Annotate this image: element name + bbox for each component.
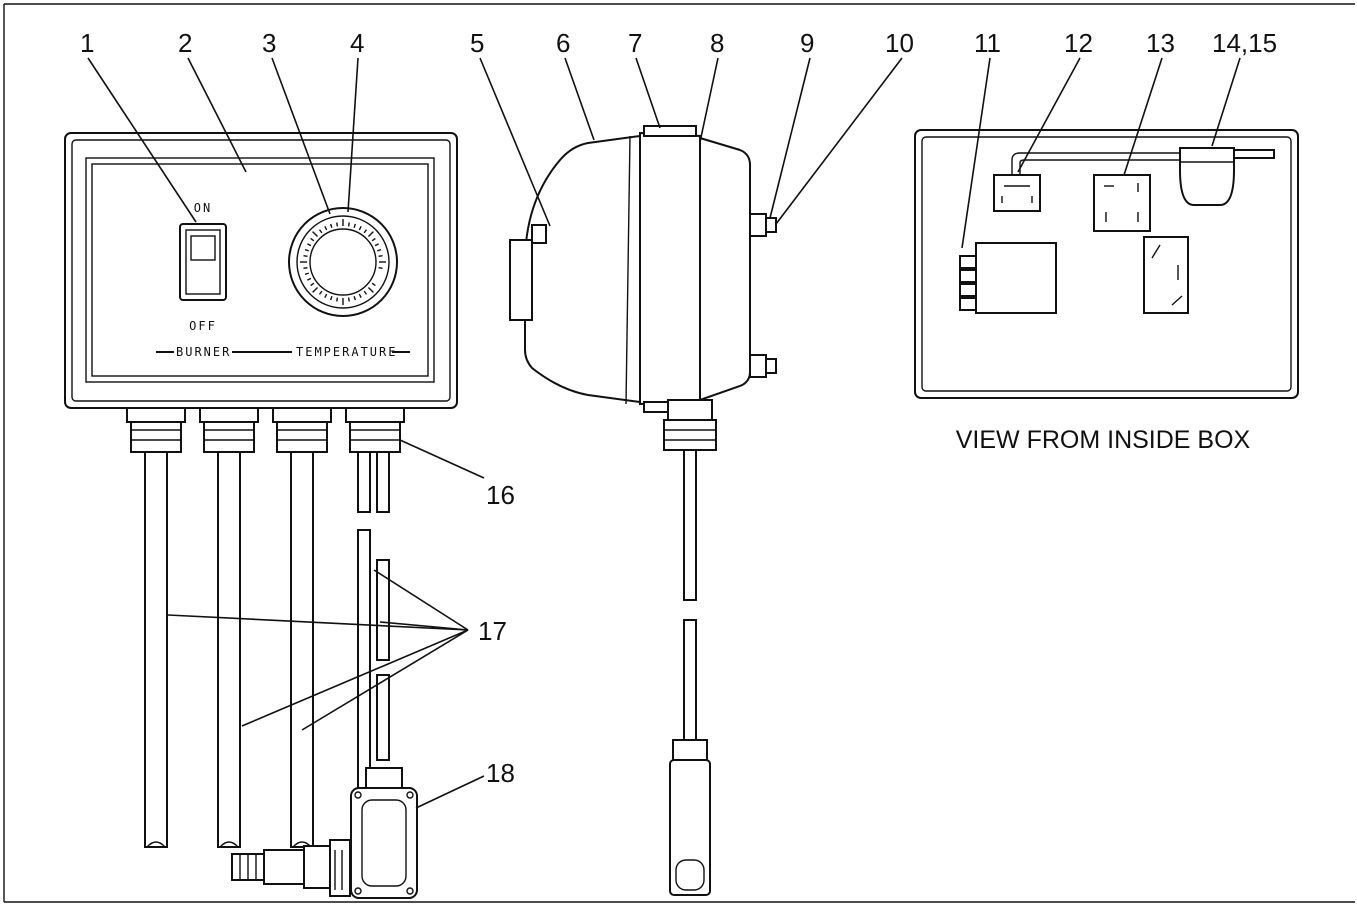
dial-tick	[374, 243, 379, 247]
dial-tick	[353, 223, 357, 228]
dial-tick	[367, 231, 374, 238]
dial-tick	[318, 229, 323, 234]
component-11	[959, 242, 1057, 314]
dial-tick	[329, 223, 333, 228]
dial-tick	[363, 290, 368, 295]
callout-2: 2	[178, 28, 192, 58]
dial-tick	[310, 282, 315, 287]
dial-tick	[377, 248, 382, 252]
dial-tick	[324, 226, 328, 231]
dial-tick	[371, 282, 376, 287]
gland-3	[272, 407, 332, 848]
callout-3: 3	[262, 28, 276, 58]
callout-7: 7	[628, 28, 642, 58]
callout-6: 6	[556, 28, 570, 58]
switch-off-label: OFF	[189, 319, 217, 333]
callout-14-15: 14,15	[1212, 28, 1277, 58]
dial-tick	[310, 237, 315, 242]
component-relay	[1143, 236, 1189, 314]
dial-tick	[318, 290, 323, 295]
component-14-15	[1179, 147, 1275, 206]
dial-tick	[303, 266, 308, 269]
callout-8: 8	[710, 28, 724, 58]
inside-view-caption: VIEW FROM INSIDE BOX	[956, 426, 1251, 454]
leader-lines	[87, 57, 1241, 809]
callout-1: 1	[80, 28, 94, 58]
callout-17: 17	[478, 616, 507, 646]
panel-label-strip: BURNER TEMPERATURE	[156, 345, 410, 359]
inside-box-view: VIEW FROM INSIDE BOX	[914, 129, 1299, 454]
panel-label-burner: BURNER	[176, 345, 231, 359]
dial-tick	[307, 243, 312, 247]
junction-box	[231, 767, 418, 899]
callout-16: 16	[486, 480, 515, 510]
dial-tick	[358, 226, 362, 231]
dial-tick	[304, 272, 309, 276]
callout-13: 13	[1146, 28, 1175, 58]
dial-tick	[378, 266, 383, 269]
gland-4-sensor	[345, 407, 405, 814]
dial-tick	[324, 293, 328, 298]
dial-tick	[371, 237, 376, 242]
callout-9: 9	[800, 28, 814, 58]
side-gland-and-probe	[663, 399, 717, 896]
callout-10: 10	[885, 28, 914, 58]
dial-tick	[347, 222, 350, 227]
dial-tick	[336, 222, 339, 227]
callout-12: 12	[1064, 28, 1093, 58]
callout-numbers: 1 2 3 4 5 6 7 8 9 10 11 12 13 14,15 16 1…	[80, 28, 1277, 788]
dial-tick	[303, 255, 308, 258]
gland-1	[126, 407, 186, 848]
temperature-dial	[288, 207, 398, 317]
dial-tick	[329, 296, 333, 301]
figure-frame	[3, 3, 1355, 903]
dial-tick	[312, 231, 319, 238]
component-13	[1093, 174, 1151, 232]
dial-tick	[307, 277, 312, 281]
switch-on-label: ON	[194, 201, 212, 215]
dial-tick	[336, 297, 339, 302]
dial-tick	[304, 248, 309, 252]
component-12	[993, 152, 1180, 212]
dial-ticks	[300, 219, 386, 305]
callout-11: 11	[974, 28, 1001, 58]
control-box-side	[509, 125, 777, 413]
dial-tick	[353, 296, 357, 301]
rocker-switch: ON OFF	[179, 201, 227, 333]
dial-tick	[363, 229, 368, 234]
gland-2	[199, 407, 259, 848]
callout-4: 4	[350, 28, 364, 58]
panel-label-temperature: TEMPERATURE	[296, 345, 397, 359]
dial-tick	[367, 286, 374, 293]
dial-tick	[358, 293, 362, 298]
cable-glands-front	[126, 407, 405, 848]
dial-tick	[347, 297, 350, 302]
dial-tick	[312, 286, 319, 293]
dial-tick	[378, 255, 383, 258]
callout-5: 5	[470, 28, 484, 58]
control-box-front	[64, 132, 458, 409]
callout-18: 18	[486, 758, 515, 788]
